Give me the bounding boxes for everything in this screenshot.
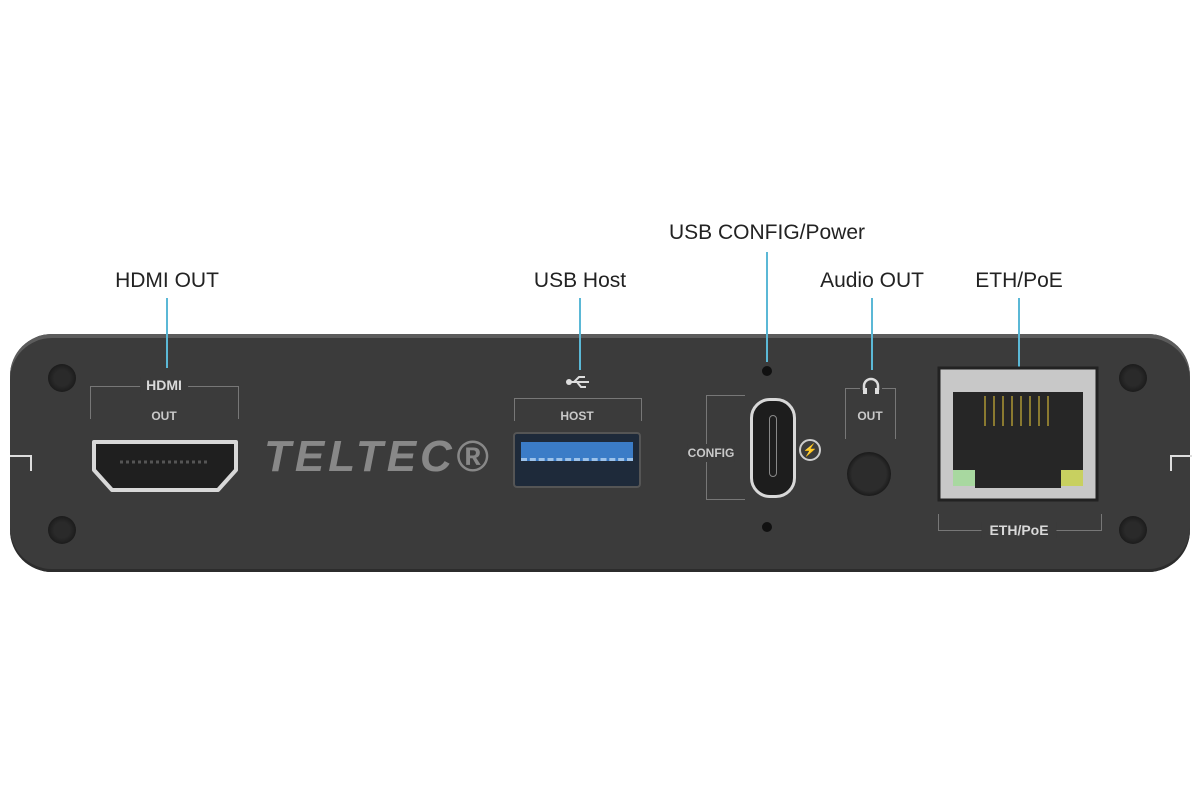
screw-icon (48, 516, 76, 544)
audio-jack (847, 452, 891, 496)
screw-icon (1119, 364, 1147, 392)
side-notch-right (1170, 455, 1192, 471)
led-indicator (762, 366, 772, 376)
side-notch-left (10, 455, 32, 471)
host-silk-label: HOST (560, 409, 594, 423)
screw-icon (48, 364, 76, 392)
usb-a-port (513, 432, 641, 488)
leader-usb-config (766, 252, 768, 362)
eth-poe-silk-label: ETH/PoE (981, 522, 1057, 538)
watermark-logo: TELTEC® (264, 432, 493, 481)
usb-host-bracket (514, 398, 642, 421)
reset-pinhole (762, 522, 772, 532)
config-silk-label: CONFIG (687, 444, 735, 462)
audio-out-silk-label: OUT (857, 409, 883, 423)
leader-usb-host (579, 298, 581, 370)
leader-eth (1018, 298, 1020, 368)
ethernet-port (937, 366, 1099, 502)
power-lightning-icon: ⚡ (799, 439, 821, 461)
hdmi-silk-label: HDMI (140, 377, 188, 393)
callout-usb-config-power: USB CONFIG/Power (668, 221, 866, 244)
callout-audio-out: Audio OUT (820, 269, 924, 292)
hdmi-port (92, 440, 238, 492)
callout-usb-host: USB Host (533, 269, 627, 292)
callout-eth-poe: ETH/PoE (975, 269, 1063, 292)
screw-icon (1119, 516, 1147, 544)
usb-icon (566, 376, 589, 388)
callout-hdmi-out: HDMI OUT (115, 269, 219, 292)
leader-hdmi (166, 298, 168, 368)
leader-audio (871, 298, 873, 370)
hdmi-out-silk-label: OUT (151, 409, 177, 423)
headphone-icon (860, 376, 882, 396)
usb-c-port (750, 398, 796, 498)
